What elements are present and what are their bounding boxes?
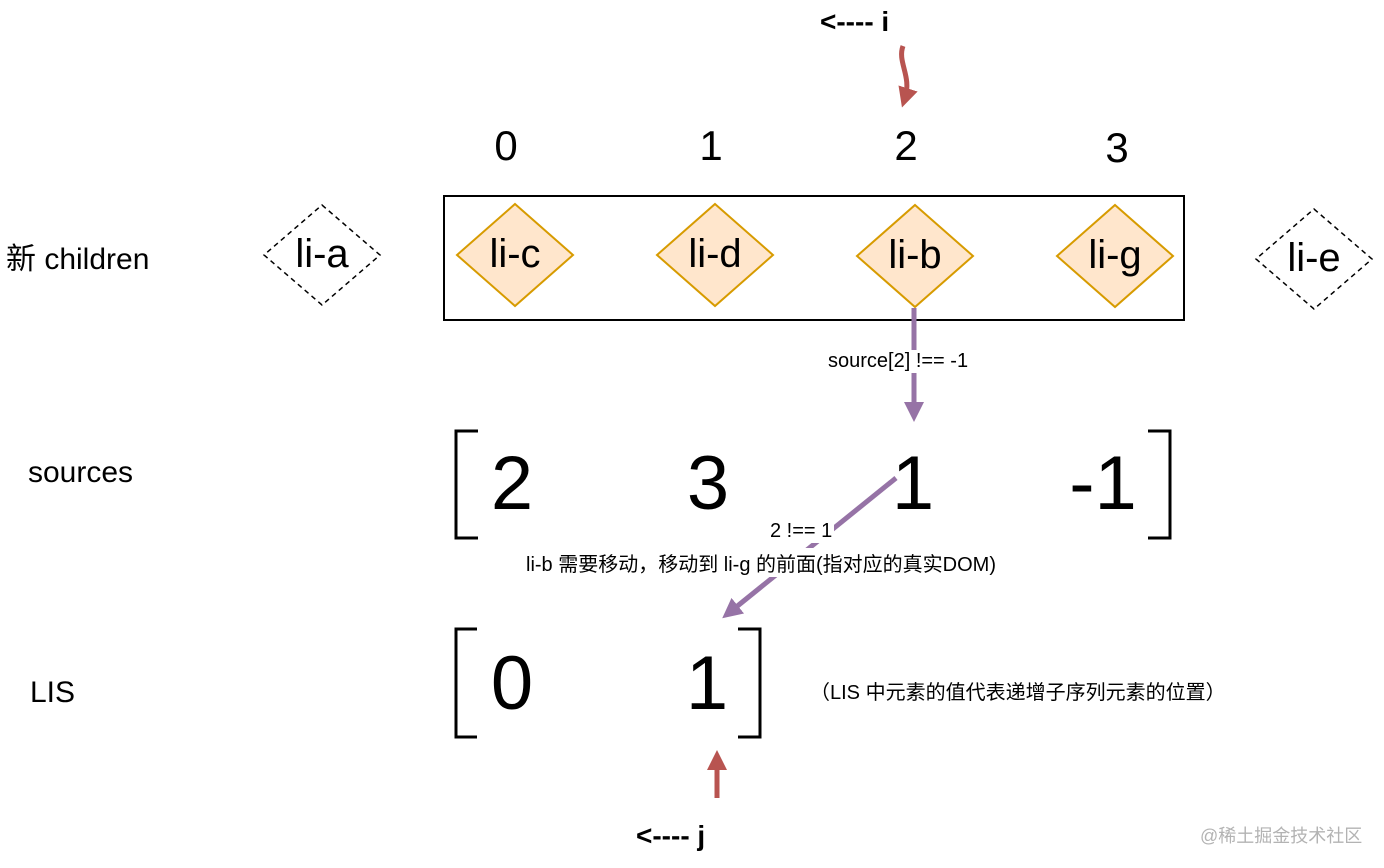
watermark: @稀土掘金技术社区 <box>1200 826 1363 846</box>
node-outside-left-diamond <box>262 204 382 306</box>
node-outside-right-diamond <box>1254 208 1374 310</box>
sources-value: 1 <box>891 441 935 526</box>
node-label: li-d <box>688 232 742 276</box>
node-label: li-c <box>489 232 541 276</box>
node-diamond <box>855 203 975 309</box>
node-diamond <box>1055 203 1175 309</box>
node-label: li-b <box>888 233 942 277</box>
sources-value: 3 <box>686 441 730 526</box>
lis-note: （LIS 中元素的值代表递增子序列元素的位置） <box>810 682 1226 704</box>
edge-label-move: li-b 需要移动，移动到 li-g 的前面(指对应的真实DOM) <box>524 548 998 577</box>
node-outside-right-label: li-e <box>1287 236 1341 280</box>
sources-value: -1 <box>1069 441 1137 526</box>
sources-value: 2 <box>490 441 534 526</box>
pointer-i-arrow <box>898 45 918 108</box>
pointer-j-label: <---- j <box>636 820 706 851</box>
sources-left-bracket <box>454 429 478 540</box>
lis-value: 0 <box>490 641 534 726</box>
row-label-new-children: 新 children <box>6 243 150 276</box>
new-children-container <box>443 195 1185 321</box>
index-label: 0 <box>494 122 518 169</box>
index-label: 1 <box>699 122 723 169</box>
edge-label-source-check: source[2] !== -1 <box>826 350 971 373</box>
row-label-sources: sources <box>28 456 134 489</box>
index-label: 2 <box>894 122 918 169</box>
node-label: li-g <box>1088 233 1142 277</box>
node-outside-left-label: li-a <box>295 232 349 276</box>
sources-right-bracket <box>1148 429 1172 540</box>
lis-left-bracket <box>454 627 477 739</box>
lis-value: 1 <box>685 641 729 726</box>
node-diamond <box>655 202 775 308</box>
arrow-sources-to-lis <box>722 476 898 619</box>
index-label: 3 <box>1105 124 1129 171</box>
row-label-lis: LIS <box>30 676 76 709</box>
lis-right-bracket <box>738 627 762 739</box>
edge-label-compare: 2 !== 1 <box>768 520 835 543</box>
node-diamond <box>455 202 575 308</box>
pointer-i-label: <---- i <box>820 6 890 37</box>
